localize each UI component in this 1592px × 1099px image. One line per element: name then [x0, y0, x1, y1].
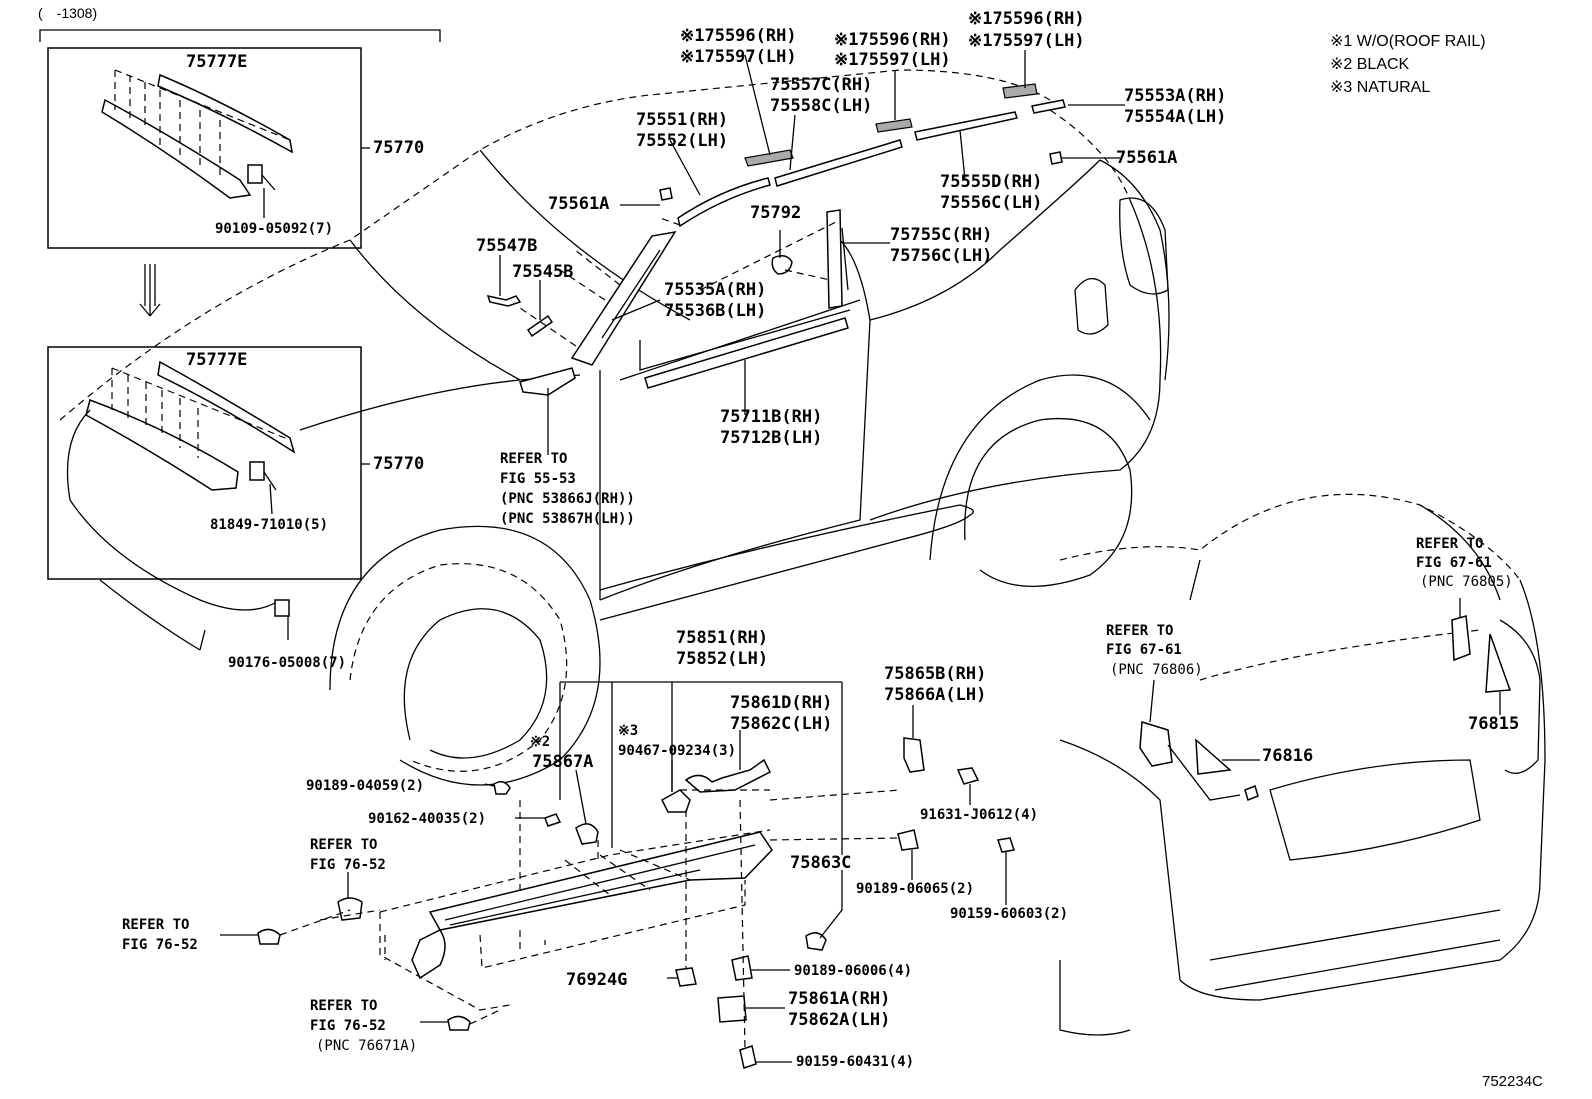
label-75867A: 75867A: [532, 752, 594, 772]
refer-76-52-b-line1: REFER TO: [122, 917, 190, 933]
inset-box-upper: [47, 47, 362, 249]
refer-55-53-line1: REFER TO: [500, 451, 568, 467]
label-90109: 90109-05092(7): [215, 221, 334, 237]
label-75711B: 75711B(RH): [720, 407, 823, 427]
label-75556C: 75556C(LH): [940, 193, 1043, 213]
refer-67-61-b-line1: REFER TO: [1416, 536, 1484, 552]
label-90159-60603: 90159-60603(2): [950, 906, 1069, 922]
label-81849: 81849-71010(5): [210, 517, 329, 533]
label-91631: 91631-J0612(4): [920, 807, 1039, 823]
label-75777E-upper: 75777E: [186, 52, 248, 72]
label-76815: 76815: [1468, 714, 1520, 734]
note-3: ※3 NATURAL: [1330, 79, 1431, 96]
refer-67-61-a-line2: FIG 67-61: [1106, 642, 1182, 658]
refer-76-52-c-line2: FIG 76-52: [310, 1018, 386, 1034]
label-75554A: 75554A(LH): [1124, 107, 1227, 127]
refer-67-61-a-line1: REFER TO: [1106, 623, 1174, 639]
label-90162: 90162-40035(2): [368, 811, 487, 827]
label-75861D: 75861D(RH): [730, 693, 833, 713]
label-75553A: 75553A(RH): [1124, 86, 1227, 106]
label-75861A: 75861A(RH): [788, 989, 891, 1009]
label-75558C: 75558C(LH): [770, 96, 873, 116]
label-75535A: 75535A(RH): [664, 280, 767, 300]
range-label: ( -1308): [38, 5, 98, 21]
label-75547B: 75547B: [476, 236, 538, 256]
down-arrow: [139, 264, 161, 317]
refer-76-52-a-line2: FIG 76-52: [310, 857, 386, 873]
label-75545B: 75545B: [512, 262, 574, 282]
label-90189-06006: 90189-06006(4): [794, 963, 913, 979]
label-note3-marker: ※3: [618, 723, 639, 739]
note-2: ※2 BLACK: [1330, 56, 1410, 73]
label-75551: 75551(RH): [636, 110, 729, 130]
label-75596-3: ※175596(RH): [968, 9, 1085, 29]
label-76924G: 76924G: [566, 970, 628, 990]
refer-67-61-b-line2: FIG 67-61: [1416, 555, 1492, 571]
label-90467: 90467-09234(3): [618, 743, 737, 759]
note-1: ※1 W/O(ROOF RAIL): [1330, 33, 1486, 50]
label-75770-upper: 75770: [373, 138, 425, 158]
range-bracket: [39, 29, 441, 42]
label-75597-2: ※175597(LH): [834, 50, 951, 70]
label-75863C: 75863C: [790, 853, 852, 873]
refer-76-52-c-line1: REFER TO: [310, 998, 378, 1014]
label-90189-06065: 90189-06065(2): [856, 881, 975, 897]
label-75597-1: ※175597(LH): [680, 47, 797, 67]
label-75596-1: ※175596(RH): [680, 26, 797, 46]
label-75712B: 75712B(LH): [720, 428, 823, 448]
refer-55-53-line2: FIG 55-53: [500, 471, 576, 487]
assembly-dashes-upper: [519, 217, 841, 347]
label-75596-2: ※175596(RH): [834, 30, 951, 50]
spoiler-upper-inset: [101, 69, 293, 199]
label-75557C: 75557C(RH): [770, 75, 873, 95]
label-75777E-lower: 75777E: [186, 350, 248, 370]
label-75755C: 75755C(RH): [890, 225, 993, 245]
label-75561A-rear: 75561A: [1116, 148, 1178, 168]
refer-76-52-a-line1: REFER TO: [310, 837, 378, 853]
label-75862A: 75862A(LH): [788, 1010, 891, 1030]
illustration-code: 752234C: [1482, 1073, 1543, 1090]
rear-parts: [1139, 615, 1512, 802]
label-75865B: 75865B(RH): [884, 664, 987, 684]
label-75597-3: ※175597(LH): [968, 31, 1085, 51]
vehicle-body: [59, 69, 1170, 786]
label-note2-marker: ※2: [530, 734, 551, 750]
label-90189-04059: 90189-04059(2): [306, 778, 425, 794]
leader-lines: [220, 50, 1501, 1063]
label-75770-lower: 75770: [373, 454, 425, 474]
spoiler-lower-inset: [85, 360, 296, 491]
refer-55-53-line4: (PNC 53867H(LH)): [500, 511, 635, 527]
label-75561A-front: 75561A: [548, 194, 610, 214]
label-75756C: 75756C(LH): [890, 246, 993, 266]
label-75555D: 75555D(RH): [940, 172, 1043, 192]
inset-box-lower: [47, 346, 362, 580]
label-90176: 90176-05008(7): [228, 655, 347, 671]
label-75866A: 75866A(LH): [884, 685, 987, 705]
refer-67-61-a-line3: (PNC 76806): [1110, 662, 1203, 678]
roof-moldings: [274, 83, 1066, 617]
label-75862C: 75862C(LH): [730, 714, 833, 734]
label-75536B: 75536B(LH): [664, 301, 767, 321]
label-76816: 76816: [1262, 746, 1314, 766]
refer-55-53-line3: (PNC 53866J(RH)): [500, 491, 635, 507]
label-75552: 75552(LH): [636, 131, 729, 151]
label-75851: 75851(RH): [676, 628, 769, 648]
vehicle-rear: [1059, 493, 1546, 1036]
label-75852: 75852(LH): [676, 649, 769, 669]
rocker-parts: [257, 737, 1015, 1069]
label-90159-60431: 90159-60431(4): [796, 1054, 915, 1070]
refer-76-52-b-line2: FIG 76-52: [122, 937, 198, 953]
refer-67-61-b-line3: (PNC 76805): [1420, 574, 1513, 590]
refer-76-52-c-line3: (PNC 76671A): [316, 1038, 418, 1054]
label-75792: 75792: [750, 203, 802, 223]
